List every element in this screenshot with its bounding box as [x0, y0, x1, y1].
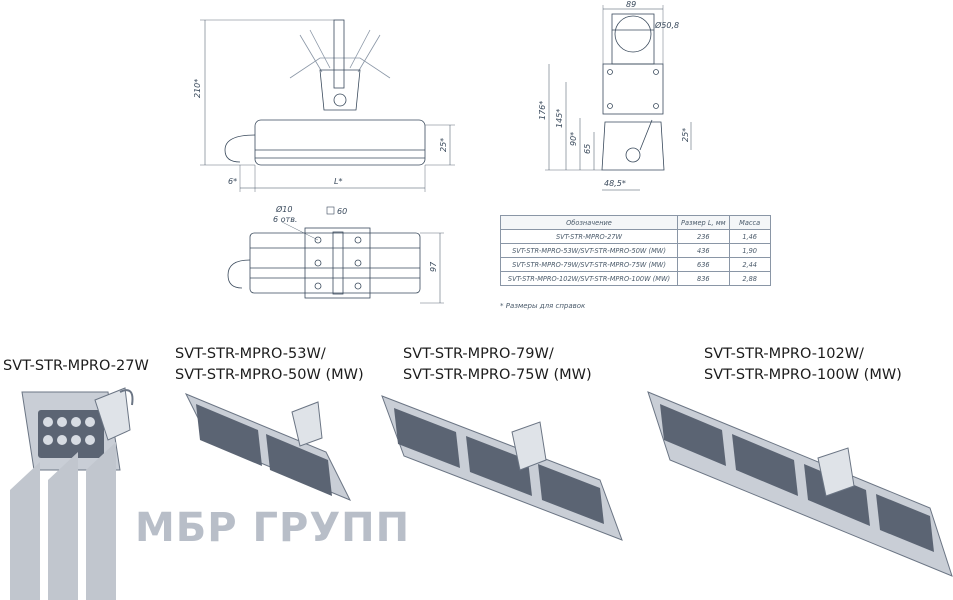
model-label-line2: SVT-STR-MPRO-75W (MW) [403, 367, 592, 383]
table-row: SVT-STR-MPRO-27W 236 1,46 [500, 229, 771, 244]
model-label-line1: SVT-STR-MPRO-27W [3, 358, 149, 374]
table-row: SVT-STR-MPRO-79W/SVT-STR-MPRO-75W (MW) 6… [500, 257, 771, 272]
model-label-line1: SVT-STR-MPRO-79W/ [403, 346, 554, 362]
dim-top-width: 97 [429, 261, 438, 272]
dim-hole-diameter: Ø10 [275, 204, 292, 214]
dim-side-base: 48,5* [604, 179, 626, 188]
dim-square: 60 [337, 207, 347, 216]
footnote: * Размеры для справок [500, 302, 586, 310]
table-row: SVT-STR-MPRO-53W/SVT-STR-MPRO-50W (MW) 4… [500, 243, 771, 258]
table-cell: 836 [677, 271, 730, 286]
model-label-53w: SVT-STR-MPRO-53W/ SVT-STR-MPRO-50W (MW) [175, 344, 364, 386]
front-view [200, 19, 455, 192]
dim-height-total: 210* [193, 79, 202, 98]
table-cell: SVT-STR-MPRO-53W/SVT-STR-MPRO-50W (MW) [500, 243, 678, 258]
dim-height-body: 25* [439, 138, 448, 152]
model-label-line2: SVT-STR-MPRO-50W (MW) [175, 367, 364, 383]
brand-logo-mark [10, 442, 116, 600]
table-cell: 2,88 [728, 271, 771, 286]
table-row: SVT-STR-MPRO-102W/SVT-STR-MPRO-100W (MW)… [500, 271, 771, 286]
product-53w [184, 393, 352, 501]
table-cell: SVT-STR-MPRO-102W/SVT-STR-MPRO-100W (MW) [500, 271, 678, 286]
dim-offset-left: 6* [228, 177, 237, 186]
model-label-line1: SVT-STR-MPRO-102W/ [704, 346, 864, 362]
product-79w [381, 395, 623, 541]
dim-side-h3: 90* [569, 132, 578, 146]
side-view [545, 5, 692, 191]
table-header-mass: Масса [728, 215, 771, 230]
dim-holes-count: 6 отв. [273, 215, 297, 224]
dim-side-width: 89 [626, 0, 636, 9]
table-cell: 636 [677, 257, 730, 272]
table-header-designation: Обозначение [500, 215, 678, 230]
model-label-102w: SVT-STR-MPRO-102W/ SVT-STR-MPRO-100W (MW… [704, 344, 902, 386]
table-cell: 1,90 [728, 243, 771, 258]
table-cell: SVT-STR-MPRO-27W [500, 229, 678, 244]
dim-side-body: 25* [681, 128, 690, 142]
model-label-27w: SVT-STR-MPRO-27W [3, 356, 149, 377]
top-view [227, 206, 444, 304]
table-cell: SVT-STR-MPRO-79W/SVT-STR-MPRO-75W (MW) [500, 257, 678, 272]
product-102w [647, 391, 953, 577]
table-cell: 236 [677, 229, 730, 244]
dim-side-h1: 176* [538, 101, 547, 120]
dim-tube-diameter: Ø50,8 [654, 20, 679, 30]
table-header-size: Размер L, мм [677, 215, 730, 230]
model-label-79w: SVT-STR-MPRO-79W/ SVT-STR-MPRO-75W (MW) [403, 344, 592, 386]
table-cell: 1,46 [728, 229, 771, 244]
table-cell: 436 [677, 243, 730, 258]
table-cell: 2,44 [728, 257, 771, 272]
model-label-line2: SVT-STR-MPRO-100W (MW) [704, 367, 902, 383]
dim-side-h2: 145* [555, 109, 564, 128]
brand-name: МБР ГРУПП [135, 505, 411, 551]
product-27w [21, 387, 134, 471]
dim-length: L* [334, 177, 342, 186]
dim-side-h4: 65 [583, 144, 592, 154]
spec-table: Обозначение Размер L, мм Масса SVT-STR-M… [500, 215, 771, 286]
model-label-line1: SVT-STR-MPRO-53W/ [175, 346, 326, 362]
